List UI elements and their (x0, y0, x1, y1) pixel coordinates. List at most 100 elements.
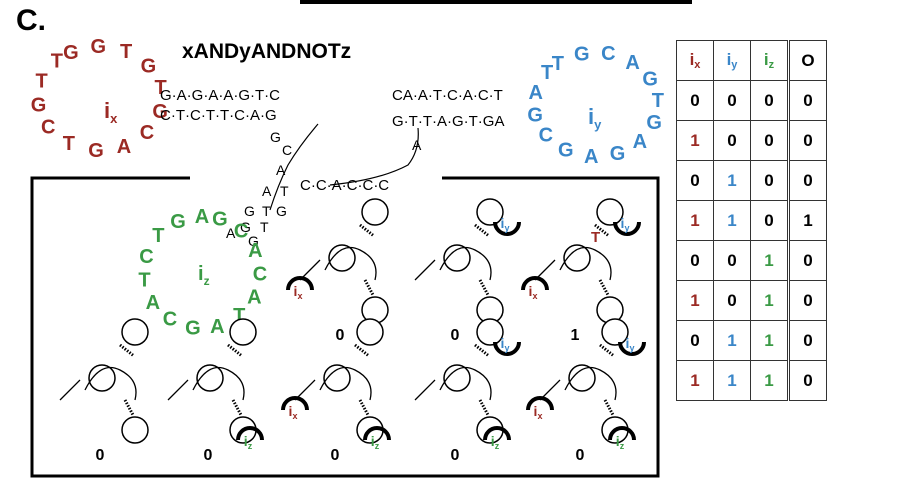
input-hairpin (236, 426, 264, 441)
stem (358, 399, 370, 416)
truth-table-cell: 0 (750, 120, 789, 161)
loop-base: G (63, 42, 79, 64)
base-a1: A (276, 162, 286, 178)
input-hairpin (483, 426, 511, 441)
truth-table-cell: 0 (787, 80, 827, 121)
stem-top-right: CA·A·T·C·A·C·T (392, 87, 503, 104)
input-hairpin (618, 341, 646, 356)
input-hairpin-label: ix (294, 283, 303, 301)
loop-circle (443, 364, 471, 392)
truth-table-cell: 1 (676, 120, 714, 161)
loop-base: G (185, 317, 201, 339)
loop-base: T (154, 77, 166, 99)
loop-base: G (610, 143, 626, 165)
stem (119, 343, 135, 358)
loop-base: C (253, 263, 267, 285)
loop-circle (563, 244, 591, 272)
input-hairpin (363, 426, 391, 441)
base-a3: A (412, 137, 422, 153)
loop-base: T (63, 133, 75, 155)
loop-circle (323, 364, 351, 392)
stem (227, 343, 243, 358)
truth-table-cell: 1 (713, 200, 751, 241)
input-hairpin-label: ix (534, 403, 543, 421)
base-a4: A (226, 225, 236, 241)
loop-base: G (574, 43, 590, 65)
truth-table-cell: 0 (713, 120, 751, 161)
base-g4: G (240, 219, 251, 235)
loop-base: G (88, 140, 104, 162)
loop-x-label: ix (104, 98, 118, 126)
loop-base: A (117, 136, 131, 158)
truth-table-cell: 0 (750, 160, 789, 201)
loop-circle (328, 244, 356, 272)
loop-base: T (35, 71, 47, 93)
stem (231, 399, 243, 416)
panel-label: C. (16, 4, 46, 37)
loop-base: T (552, 53, 564, 75)
loop-base: C (601, 43, 615, 65)
loop-circle (88, 364, 116, 392)
stem (603, 399, 615, 416)
state-output: 0 (204, 447, 213, 464)
base-g3: G (276, 203, 287, 219)
loop-base: G (646, 112, 662, 134)
base-t1: T (280, 183, 289, 199)
loop-base: C (140, 122, 154, 144)
loop-base: G (31, 94, 47, 116)
loop-base: T (541, 62, 553, 84)
truth-table-cell: 1 (750, 320, 789, 361)
truth-table-cell: 0 (676, 160, 714, 201)
loop-circle (361, 198, 389, 226)
loop-base: G (527, 104, 543, 126)
gate-state: iy iz 0 (414, 318, 521, 464)
input-hairpin-label: ix (529, 283, 538, 301)
input-hairpin-label: iz (371, 433, 380, 451)
stem (359, 223, 375, 238)
loop-base: G (170, 211, 186, 233)
truth-table-cell: 0 (787, 360, 827, 401)
stem (478, 279, 490, 296)
linker-seq: C·C·A·C·C·C (300, 177, 389, 194)
state-output: 0 (331, 447, 340, 464)
loop-base: G (212, 209, 228, 231)
input-hairpin (493, 341, 521, 356)
loop-circle (121, 318, 149, 346)
base-g2: G (244, 203, 255, 219)
stem (354, 343, 370, 358)
state-output: 0 (451, 327, 460, 344)
stem (478, 399, 490, 416)
loop-circle (121, 416, 149, 444)
stem (363, 279, 375, 296)
loop-base: T (138, 270, 150, 292)
truth-table-cell: 1 (787, 200, 827, 241)
gate-state: ix0 (286, 198, 389, 344)
input-hairpin-label: iz (491, 433, 500, 451)
loop-base: C (539, 125, 553, 147)
loop-base: A (247, 286, 261, 308)
truth-table-cell: 1 (676, 200, 714, 241)
stem-top-left: G·A·G·A·A·G·T·C (160, 87, 280, 104)
truth-table-cell: 0 (787, 240, 827, 281)
loop-circle (229, 318, 257, 346)
input-hairpin (281, 396, 309, 411)
loop-base: A (528, 82, 542, 104)
loop-base: C (234, 221, 248, 243)
input-hairpin (286, 276, 314, 291)
truth-table-cell: 1 (750, 240, 789, 281)
input-hairpin-label: iy (501, 335, 510, 353)
loop-base: T (152, 225, 164, 247)
input-hairpin-label: iz (244, 433, 253, 451)
stem (598, 279, 610, 296)
truth-table-cell: 0 (713, 280, 751, 321)
loop-base: G (152, 101, 168, 123)
strand (414, 246, 492, 281)
truth-table-header-cell: ix (676, 40, 714, 81)
input-hairpin-label: iz (616, 433, 625, 451)
